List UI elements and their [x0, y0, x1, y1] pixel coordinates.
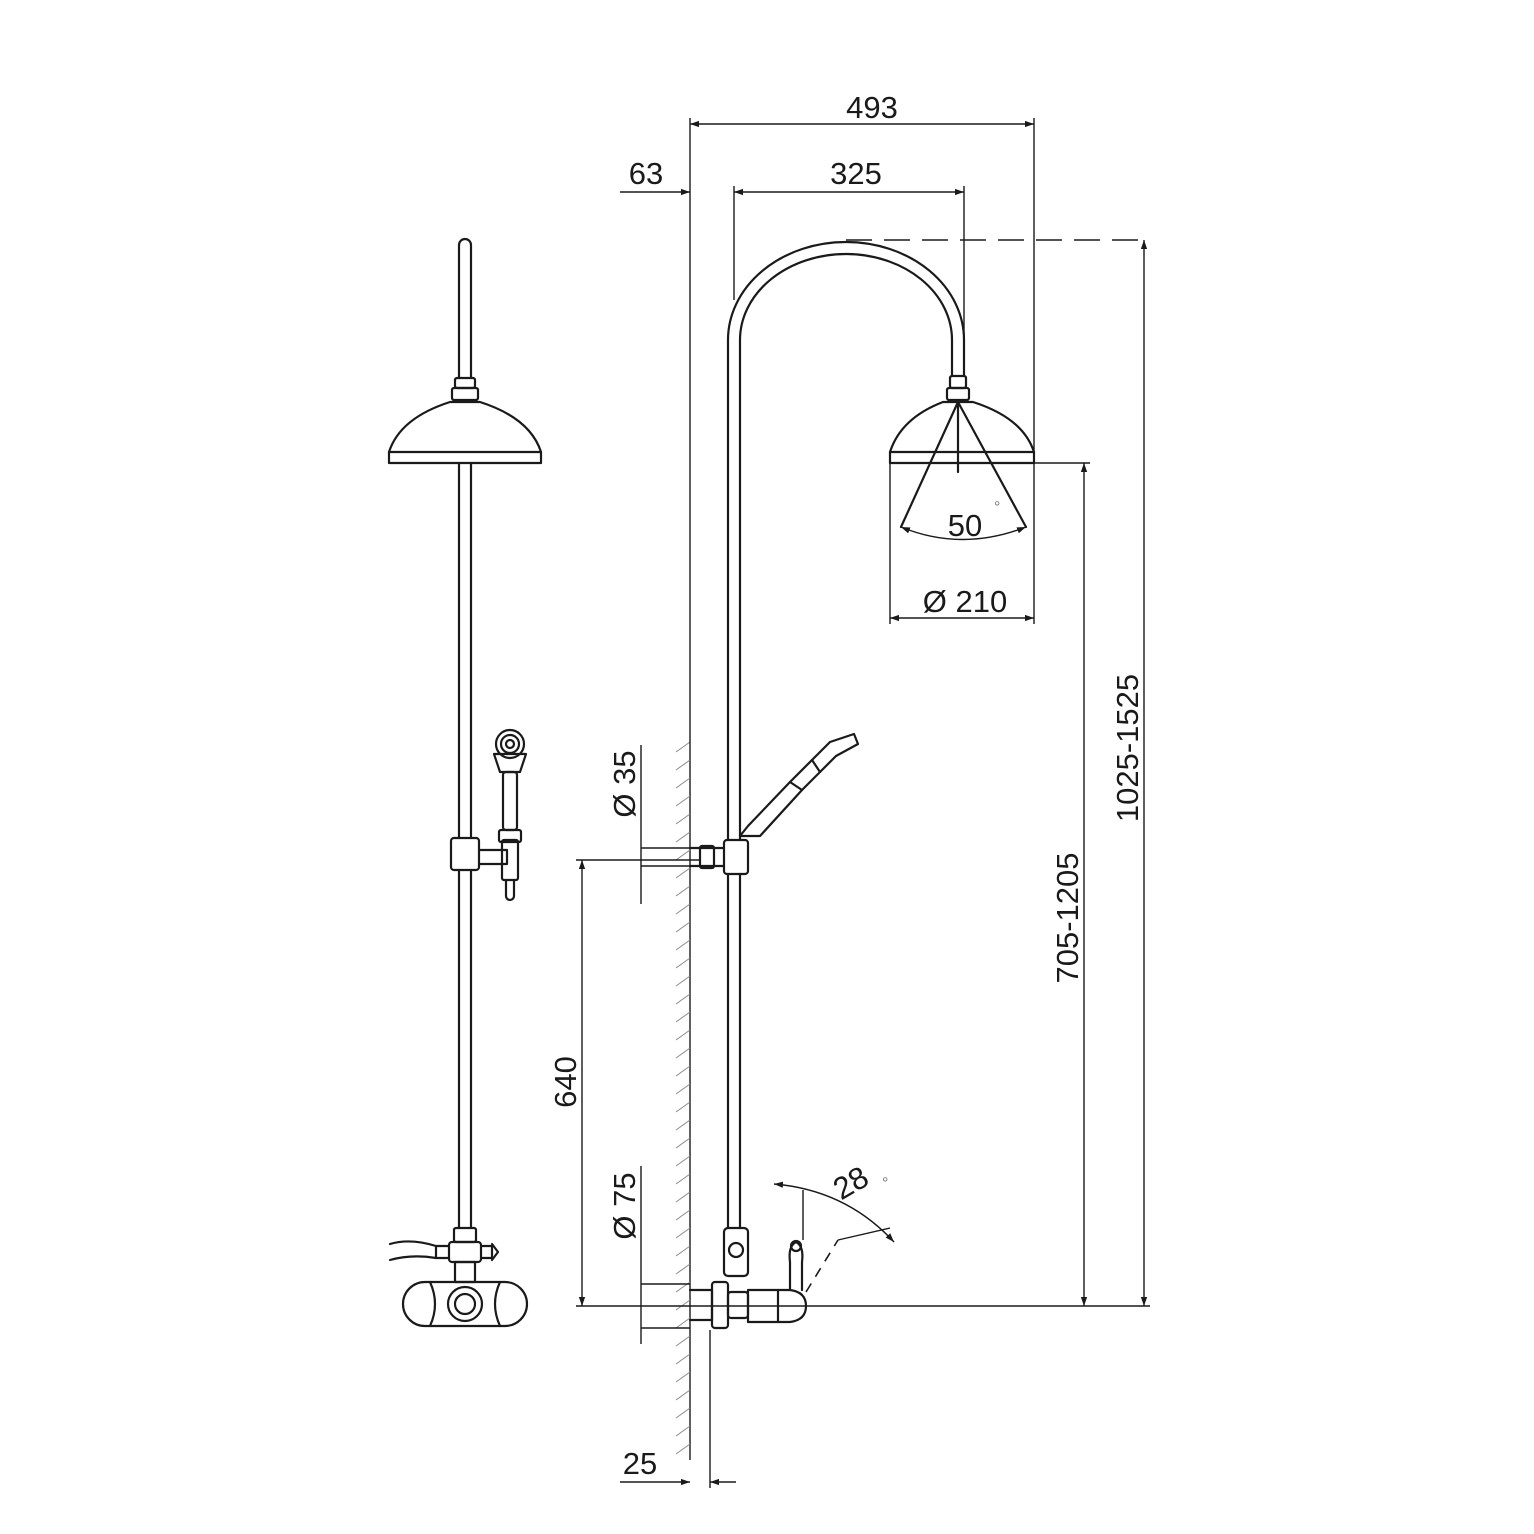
degree-sign-spray: °	[994, 499, 1000, 516]
degree-sign-lever: °	[882, 1175, 888, 1192]
side-view	[675, 240, 1036, 1460]
label-wall-offset: 63	[629, 156, 663, 191]
label-total-height: 1025-1525	[1110, 674, 1145, 822]
label-arm-reach: 325	[830, 156, 882, 191]
label-overall-width: 493	[846, 90, 898, 125]
dimension-lines	[576, 118, 1150, 1488]
label-spray-angle: 50	[948, 508, 982, 543]
dimension-labels: 493 63 325 50 ° Ø 210 1025-1525 705-1205…	[548, 90, 1145, 1481]
label-bracket-diameter: Ø 35	[607, 750, 642, 817]
label-flange-depth: 25	[623, 1446, 657, 1481]
wall-hatch	[675, 741, 691, 1460]
front-view	[387, 237, 543, 1328]
label-bracket-height: 640	[548, 1056, 583, 1108]
label-head-diameter: Ø 210	[923, 584, 1007, 619]
label-flange-diameter: Ø 75	[607, 1172, 642, 1239]
label-head-height: 705-1205	[1050, 852, 1085, 983]
